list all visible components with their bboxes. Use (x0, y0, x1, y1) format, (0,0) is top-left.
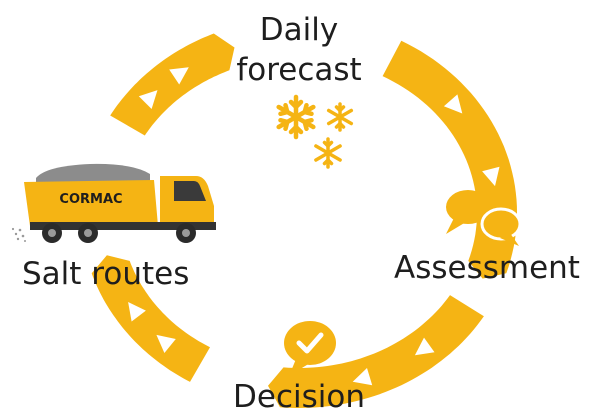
play-triangle-icon (169, 67, 189, 85)
play-triangle-icon (156, 334, 176, 353)
play-triangle-icon (414, 337, 435, 356)
stage-label-daily-line2: forecast (236, 52, 362, 88)
snowflake-icon (326, 102, 354, 132)
play-triangle-icon (443, 94, 463, 114)
play-triangle-icon (482, 166, 500, 187)
cycle-arrow-segment-4 (110, 33, 235, 136)
play-triangle-icon (128, 302, 146, 322)
stage-label-salt-routes: Salt routes (22, 256, 190, 292)
cycle-arrows (128, 67, 500, 386)
play-triangle-icon (352, 368, 373, 386)
stage-label-decision: Decision (233, 379, 365, 415)
cycle-arrow-segment-2 (268, 295, 484, 408)
stage-label-assessment: Assessment (394, 250, 580, 286)
play-triangle-icon (138, 90, 158, 109)
speech-bubbles-icon (446, 190, 522, 246)
gritter-truck-icon (11, 163, 216, 243)
snowflake-icon (314, 137, 342, 169)
cycle-arrow-segment-3 (91, 255, 210, 382)
snowflake-icon (276, 94, 316, 140)
stage-label-daily-line1: Daily (259, 12, 339, 48)
truck-brand-text: CORMAC (59, 192, 123, 207)
checkmark-bubble-icon (284, 321, 336, 376)
